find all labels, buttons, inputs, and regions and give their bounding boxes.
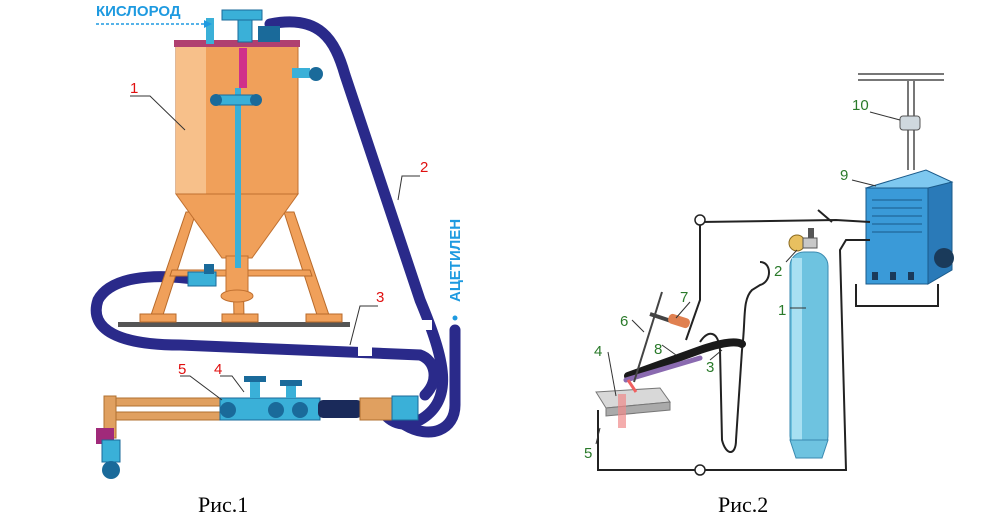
- callout-fig2-2: 2: [774, 263, 782, 280]
- caption-fig-2: Рис.2: [718, 492, 768, 517]
- callout-fig2-1: 1: [778, 302, 786, 319]
- regulator-2: [788, 228, 818, 252]
- fig1-leaders: [130, 95, 420, 401]
- oxygen-label: КИСЛОРОД: [96, 3, 181, 20]
- hose-break: [358, 342, 372, 356]
- fig2-leaders: [595, 111, 901, 445]
- ground-line: [118, 322, 350, 327]
- gas-cylinder-1: [789, 251, 829, 459]
- internal-pipe: [210, 48, 262, 268]
- hanger-10: [899, 115, 921, 131]
- welding-machine-9: [864, 169, 954, 285]
- callout-fig2-4: 4: [594, 343, 602, 360]
- figure-1-acetylene-generator: КИСЛОРОД АЦЕТИЛЕН: [90, 3, 464, 517]
- oxygen-arrow-icon: [204, 20, 212, 28]
- workpiece-4: [595, 387, 671, 428]
- acetylene-label: АЦЕТИЛЕН: [447, 219, 464, 302]
- callout-4: 4: [214, 361, 222, 378]
- figure-2-welding-setup: 1 2 3 4 5 6 7 8 9 10 Рис.2: [584, 73, 954, 517]
- callout-1: 1: [130, 80, 138, 97]
- callout-fig2-5: 5: [584, 445, 592, 462]
- callout-5: 5: [178, 361, 186, 378]
- callout-fig2-7: 7: [680, 289, 688, 306]
- callout-fig2-8: 8: [654, 341, 662, 358]
- acetylene-hose: [399, 324, 461, 438]
- torch-assembly: [96, 376, 419, 479]
- callout-2: 2: [420, 159, 428, 176]
- hose-3: [90, 271, 440, 401]
- callout-fig2-3: 3: [706, 359, 714, 376]
- valve-5: [220, 402, 236, 418]
- callout-3: 3: [376, 289, 384, 306]
- callout-fig2-9: 9: [840, 167, 848, 184]
- hose-break: [418, 320, 432, 330]
- electrode-holder-7: [633, 291, 690, 383]
- switch: [817, 209, 833, 223]
- caption-fig-1: Рис.1: [198, 492, 248, 517]
- callout-fig2-6: 6: [620, 313, 628, 330]
- top-valve: [206, 9, 323, 81]
- welding-torch-3: [623, 338, 746, 393]
- acetylene-dot: [452, 315, 458, 321]
- circuit-wires: [597, 218, 939, 471]
- drain-valve: [187, 264, 217, 287]
- terminal-bottom: [694, 464, 706, 476]
- terminal-top: [694, 214, 706, 226]
- callout-fig2-10: 10: [852, 97, 869, 114]
